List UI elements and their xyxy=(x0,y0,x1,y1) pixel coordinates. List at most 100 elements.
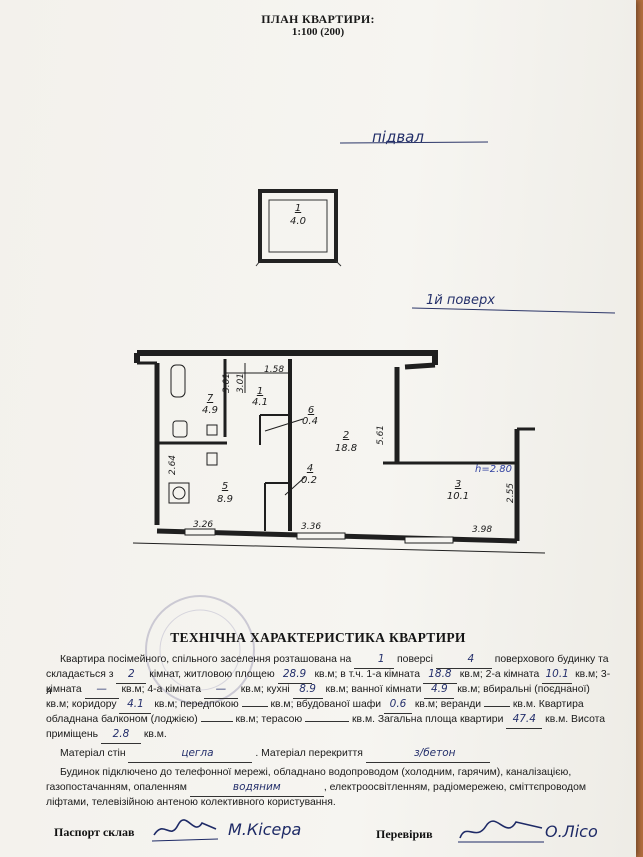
room4-area-value: — xyxy=(203,682,238,699)
veranda-area-value xyxy=(484,706,510,707)
basement-room-number: 1 xyxy=(294,203,302,214)
text-fragment: газопостачанням, опаленням xyxy=(46,782,187,793)
floor-value: 1 xyxy=(354,652,395,669)
tech-line-2: складається з 2 кімнат, житловою площею … xyxy=(46,667,614,699)
text-fragment: , електроосвітленням, радіомережею, сміт… xyxy=(323,782,587,793)
tech-line-10: ліфтами, телевізійною антеною колективно… xyxy=(46,797,336,808)
floor-label: 1й поверх xyxy=(426,293,495,308)
text-fragment: кв.м. Загальна площа квартири xyxy=(352,714,504,725)
heating-value: водяним xyxy=(189,780,324,797)
closet-area-value: 0.6 xyxy=(384,697,412,714)
compiled-signature xyxy=(151,819,219,842)
room-3-number: 3 xyxy=(454,479,462,490)
room-7-area: 4.9 xyxy=(202,405,218,416)
compiled-by-label: Паспорт склав xyxy=(54,825,135,839)
text-fragment: приміщень xyxy=(46,729,99,740)
checked-by-name: О.Лісо xyxy=(545,822,598,841)
dim-1-58: 1.58 xyxy=(264,365,285,375)
rooms-count-value: 2 xyxy=(116,667,147,684)
basement-plan xyxy=(255,189,342,267)
text-fragment: складається з xyxy=(46,669,114,680)
dim-5-61: 5.61 xyxy=(376,424,387,446)
text-fragment: кв.м; вбудованої шафи xyxy=(270,699,382,710)
stamp-seal xyxy=(145,595,255,705)
floors-material-value: з/бетон xyxy=(365,746,490,763)
text-fragment: Матеріал стін xyxy=(60,748,126,759)
room-4-number: 4 xyxy=(306,463,314,474)
text-fragment: кв.м; кухні xyxy=(240,684,290,695)
floor-plan xyxy=(132,350,546,554)
tech-line-9: газопостачанням, опаленням водяним, елек… xyxy=(46,780,614,797)
text-fragment: кімнат, житловою площею xyxy=(149,669,275,680)
room-2-number: 2 xyxy=(342,430,350,441)
room-5-number: 5 xyxy=(221,481,229,492)
plan-scale: 1:100 (200) xyxy=(291,26,345,38)
text-fragment: кв.м; 3-я xyxy=(46,669,611,697)
text-fragment: кв.м; передпокою xyxy=(154,699,239,710)
tech-line-5: обладнана балконом (лоджією) кв.м; терас… xyxy=(46,712,614,729)
text-fragment: кв.м. xyxy=(143,729,167,740)
text-fragment: Квартира посімейного, спільного заселенн… xyxy=(60,654,352,665)
text-fragment: обладнана балконом (лоджією) xyxy=(46,714,198,725)
basement-room-area: 4.0 xyxy=(290,216,306,227)
bath-area-value: 4.9 xyxy=(424,682,455,699)
room-2-area: 18.8 xyxy=(334,443,358,454)
room3-area-value: — xyxy=(84,682,119,699)
text-fragment: кв.м; веранди xyxy=(414,699,482,710)
room-3-area: 10.1 xyxy=(446,491,470,502)
tech-characteristics-title: ТЕХНІЧНА ХАРАКТЕРИСТИКА КВАРТИРИ xyxy=(170,630,466,645)
balcony-area-value xyxy=(200,721,233,722)
room-4-area: 0.2 xyxy=(301,475,317,486)
text-fragment: кв.м; ванної кімнати xyxy=(325,684,422,695)
text-fragment: поверхового будинку та xyxy=(494,654,609,665)
tech-line-3: кімната — кв.м; 4-а кімната — кв.м; кухн… xyxy=(46,682,614,699)
compiled-by-name: М.Кісера xyxy=(228,820,302,839)
tech-line-1: Квартира посімейного, спільного заселенн… xyxy=(46,652,614,669)
dim-2-55: 2.55 xyxy=(506,482,517,504)
living-area-value: 28.9 xyxy=(277,667,312,684)
ceiling-height-note: h=2.80 xyxy=(475,464,512,475)
tech-line-6: приміщень 2.8 кв.м. xyxy=(46,727,614,744)
total-area-value: 47.4 xyxy=(506,712,543,729)
kitchen-area-value: 8.9 xyxy=(292,682,323,699)
terrace-area-value xyxy=(305,721,350,722)
room1-area-value: 18.8 xyxy=(422,667,457,684)
checked-signature xyxy=(458,820,544,843)
room-6-number: 6 xyxy=(307,405,315,416)
room2-area-value: 10.1 xyxy=(542,667,573,684)
text-fragment: кв.м; 2-а кімната xyxy=(459,669,540,680)
floor-underline xyxy=(412,307,616,314)
text-fragment: кв.м; в т.ч. 1-а кімната xyxy=(314,669,421,680)
dim-3-26: 3.26 xyxy=(193,520,214,530)
text-fragment: кв.м; терасою xyxy=(235,714,303,725)
room-1-number: 1 xyxy=(256,386,264,397)
tech-line-7: Матеріал стін цегла . Матеріал перекритт… xyxy=(46,746,614,763)
text-fragment: поверсі xyxy=(397,654,433,665)
floors-total-value: 4 xyxy=(435,652,492,669)
room-5-area: 8.9 xyxy=(217,494,233,505)
room-7-number: 7 xyxy=(206,393,214,404)
basement-label: підвал xyxy=(372,128,424,146)
dim-3-36: 3.36 xyxy=(301,522,322,532)
height-value: 2.8 xyxy=(100,727,141,744)
tech-line-4: кв.м; коридору 4.1 кв.м; передпокою кв.м… xyxy=(46,697,614,714)
text-fragment: кв.м; вбиральні (поєднаної) xyxy=(457,684,590,695)
room-1-area: 4.1 xyxy=(252,397,268,408)
text-fragment: кв.м. Висота xyxy=(545,714,606,725)
plan-title: ПЛАН КВАРТИРИ: xyxy=(261,12,375,26)
text-fragment: кімната xyxy=(46,684,82,695)
dim-2-64: 2.64 xyxy=(168,454,179,476)
text-fragment: кв.м; 4-а кімната xyxy=(121,684,201,695)
checked-by-label: Перевірив xyxy=(376,827,433,841)
corridor-area-value: 4.1 xyxy=(119,697,152,714)
text-fragment: . Матеріал перекриття xyxy=(255,748,363,759)
text-fragment: кв.м; коридору xyxy=(46,699,117,710)
text-fragment: кв.м. Квартира xyxy=(512,699,584,710)
dim-3-01-a: 3.01 xyxy=(222,372,233,394)
room-6-area: 0.4 xyxy=(302,416,318,427)
hallway-area-value xyxy=(241,706,268,707)
basement-underline xyxy=(340,141,489,144)
dim-3-98: 3.98 xyxy=(472,525,493,535)
tech-line-8: Будинок підключено до телефонної мережі,… xyxy=(60,767,572,778)
